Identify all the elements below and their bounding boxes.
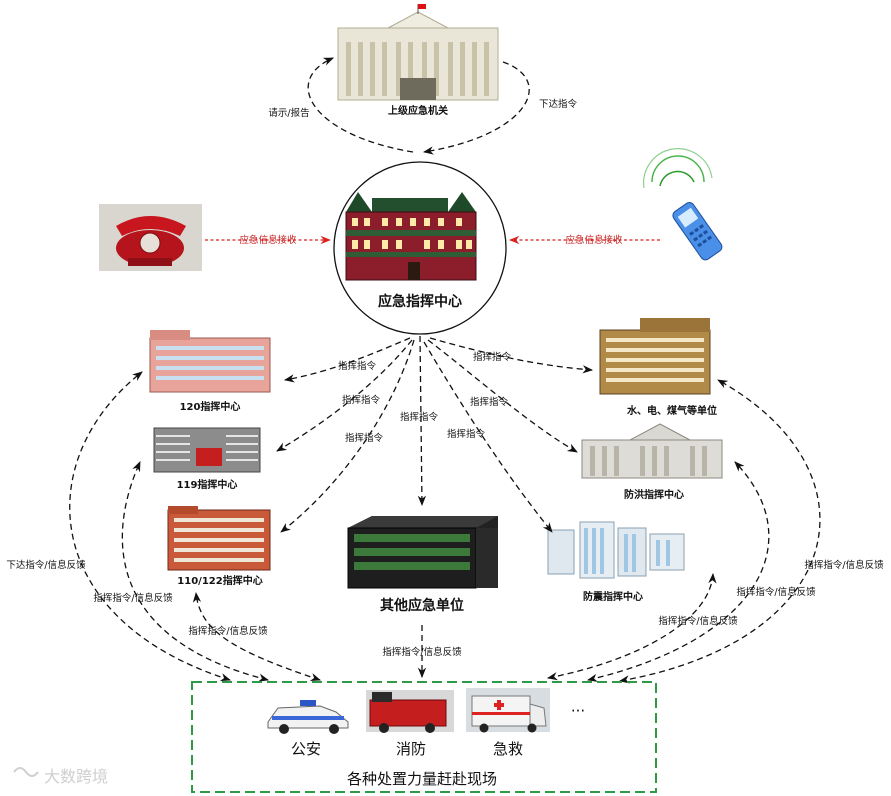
ambulance-icon xyxy=(466,688,550,733)
watermark-logo-icon xyxy=(13,767,39,777)
unit-110-label: 110/122指挥中心 xyxy=(177,574,262,587)
phone-intake-label: 应急信息接收 xyxy=(239,234,297,246)
command-center-building xyxy=(345,192,477,281)
order-down-label: 下达指令 xyxy=(539,98,578,110)
feedback-label-utility: 指挥指令/信息反馈 xyxy=(804,559,884,571)
down-feedback-label: 下达指令/信息反馈 xyxy=(6,559,86,571)
feedback-label-flood: 指挥指令/信息反馈 xyxy=(736,586,816,598)
feedback-label-other: 指挥指令/信息反馈 xyxy=(382,646,462,658)
command-arrows xyxy=(276,335,594,533)
report-arrow xyxy=(307,57,414,153)
utility-unit-label: 水、电、煤气等单位 xyxy=(626,404,717,417)
police-car-icon xyxy=(267,700,349,734)
superior-agency-label: 上级应急机关 xyxy=(388,104,448,117)
flood-unit-label: 防洪指挥中心 xyxy=(624,488,684,501)
fire-station-119-building xyxy=(153,427,261,473)
more-ellipsis: ··· xyxy=(571,702,585,720)
cmd-label-flood: 指挥指令 xyxy=(470,396,509,408)
ambulance-label: 急救 xyxy=(493,740,523,758)
quake-unit-label: 防震指挥中心 xyxy=(583,590,643,603)
hospital-120-building xyxy=(149,330,271,393)
flood-control-building xyxy=(581,423,723,479)
cmd-label-120: 指挥指令 xyxy=(338,360,377,372)
mobile-intake-label: 应急信息接收 xyxy=(565,234,623,246)
unit-119-label: 119指挥中心 xyxy=(177,478,238,491)
feedback-label-quake: 指挥指令/信息反馈 xyxy=(658,615,738,627)
fire-label: 消防 xyxy=(396,740,426,758)
unit-120-label: 120指挥中心 xyxy=(180,400,241,413)
police-110-building xyxy=(167,506,271,571)
other-unit-label: 其他应急单位 xyxy=(380,597,464,614)
other-unit-building xyxy=(347,516,498,589)
telephone-icon xyxy=(99,204,202,271)
superior-agency-building xyxy=(337,4,499,101)
command-center-label: 应急指挥中心 xyxy=(378,293,462,310)
watermark-text: 大数跨境 xyxy=(44,767,108,786)
report-label: 请示/报告 xyxy=(268,107,309,119)
feedback-label-119: 指挥指令/信息反馈 xyxy=(93,592,173,604)
cmd-label-other: 指挥指令 xyxy=(400,411,439,423)
scene-box xyxy=(191,681,657,793)
scene-title: 各种处置力量赶赴现场 xyxy=(347,770,497,788)
earthquake-center-building xyxy=(547,521,685,579)
feedback-label-110: 指挥指令/信息反馈 xyxy=(188,625,268,637)
cmd-label-110: 指挥指令 xyxy=(345,432,384,444)
cmd-label-quake: 指挥指令 xyxy=(447,428,486,440)
police-label: 公安 xyxy=(291,740,321,758)
feedback-arrows xyxy=(69,371,821,684)
utility-company-building xyxy=(599,318,711,395)
mobile-phone-icon xyxy=(643,148,723,261)
cmd-label-utility: 指挥指令 xyxy=(473,351,512,363)
fire-truck-icon xyxy=(366,690,454,733)
order-down-arrow xyxy=(422,61,530,155)
cmd-label-119: 指挥指令 xyxy=(342,394,381,406)
